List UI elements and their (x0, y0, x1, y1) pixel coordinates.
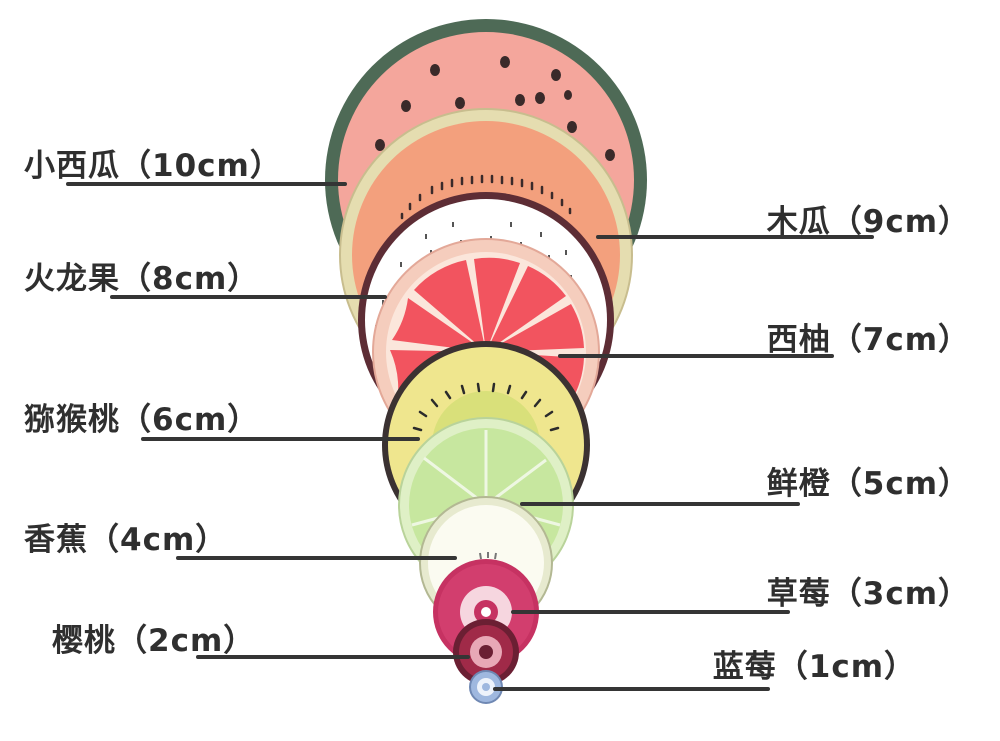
label-dragonfruit: 火龙果（8cm） (24, 261, 260, 297)
leader-lines (66, 182, 874, 691)
label-strawberry: 草莓（3cm） (766, 576, 970, 612)
label-blueberry: 蓝莓（1cm） (712, 649, 916, 685)
label-papaya: 木瓜（9cm） (766, 204, 970, 240)
cherry-slice (453, 619, 519, 685)
label-pomelo: 西柚（7cm） (766, 322, 970, 358)
label-watermelon: 小西瓜（10cm） (24, 148, 282, 184)
blueberry-slice (469, 670, 503, 704)
label-banana: 香蕉（4cm） (24, 522, 228, 558)
label-kiwi: 猕猴桃（6cm） (24, 402, 260, 438)
label-orange: 鲜橙（5cm） (766, 466, 970, 502)
label-cherry: 樱桃（2cm） (52, 623, 256, 659)
